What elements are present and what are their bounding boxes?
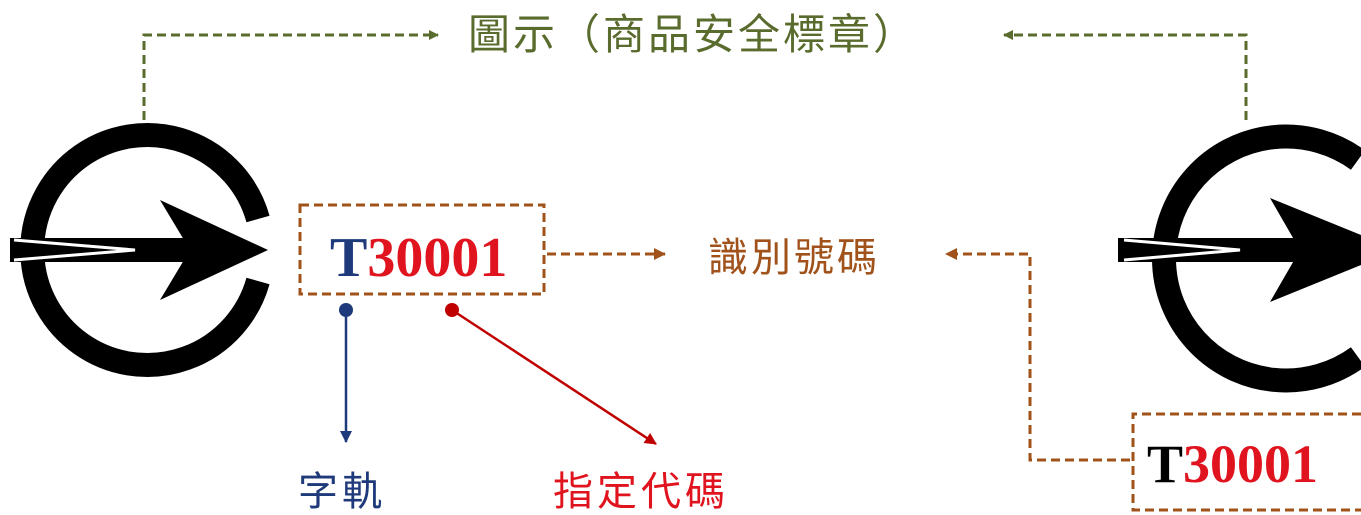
prefix-label: 字軌 [298, 469, 386, 515]
number-label: 指定代碼 [553, 469, 729, 515]
code-secondary-number: 30001 [1183, 434, 1319, 494]
code-main-number: 30001 [367, 227, 508, 289]
diagram-title: 圖示（商品安全標章） [468, 10, 919, 59]
id-number-label: 識別號碼 [708, 235, 880, 281]
code-secondary: T30001 [1147, 437, 1318, 491]
code-secondary-box [1131, 412, 1361, 512]
secondary-code-connector [945, 248, 1130, 462]
title-connector-right [1003, 30, 1248, 120]
code-main-prefix: T [330, 227, 368, 289]
safety-mark-left-icon [10, 123, 270, 377]
code-secondary-prefix: T [1147, 434, 1184, 494]
safety-mark-right-icon [1118, 124, 1361, 393]
code-main: T30001 [330, 230, 507, 286]
number-pointer [445, 303, 657, 446]
code-main-box [298, 203, 546, 296]
prefix-pointer [339, 303, 353, 443]
title-connector-left [142, 30, 439, 120]
